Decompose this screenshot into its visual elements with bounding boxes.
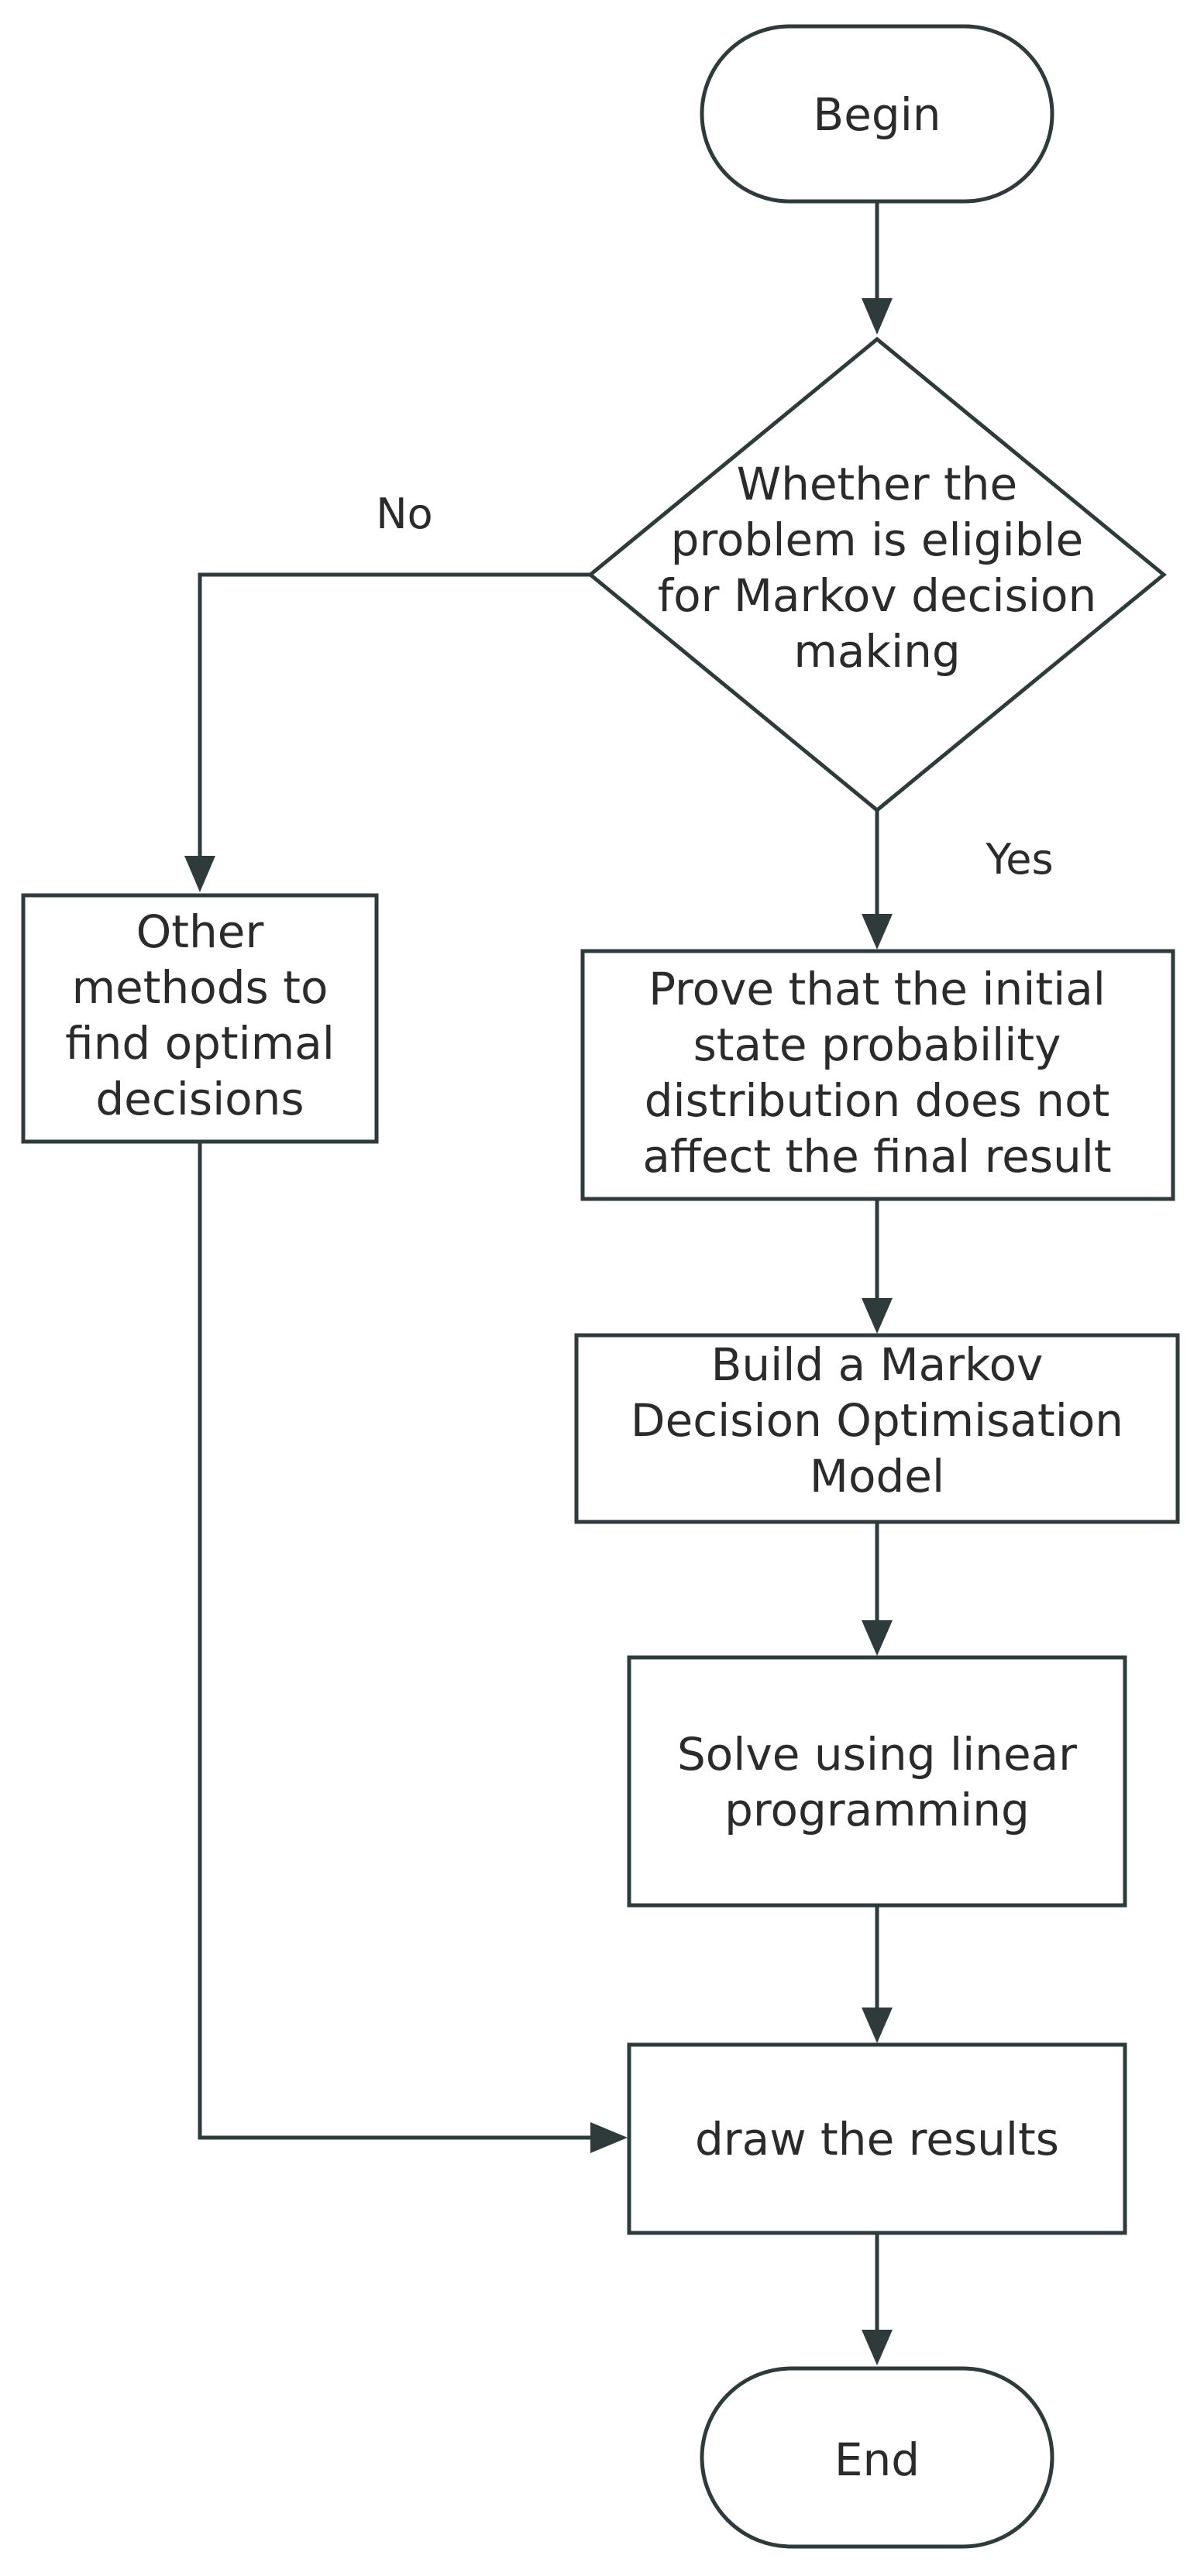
prove-label-line-3: distribution does not: [645, 1074, 1110, 1127]
edge-other-to-draw: [198, 1142, 597, 2140]
prove-box: [580, 949, 1175, 1201]
other-methods-label-line-2: methods to: [72, 961, 329, 1014]
arrowhead-draw: [862, 2008, 893, 2043]
other-methods-label-line-1: Other: [136, 905, 264, 958]
edge-label-no: No: [376, 489, 432, 538]
draw-results-box: [627, 2042, 1127, 2235]
decision-label-line-2: problem is eligible: [671, 513, 1084, 566]
decision-label-line-1: Whether the: [737, 458, 1017, 510]
end-terminal-shape: [700, 2366, 1054, 2549]
edges: [184, 201, 893, 2365]
begin-label-line-1: Begin: [813, 88, 941, 141]
begin-label: Begin: [813, 88, 941, 141]
prove-label-line-4: affect the final result: [642, 1130, 1111, 1183]
arrowhead-end: [862, 2330, 893, 2365]
draw-results-label: draw the results: [695, 2113, 1059, 2166]
edge-decision-no-to-other: [198, 572, 590, 861]
node-end: End: [700, 2366, 1054, 2549]
other-methods-label-line-3: find optimal: [65, 1017, 335, 1070]
node-begin: Begin: [700, 24, 1054, 204]
build-model-label-line-2: Decision Optimisation: [631, 1394, 1123, 1447]
build-model-label-line-3: Model: [810, 1450, 944, 1503]
arrowhead-build: [862, 1298, 893, 1334]
arrowhead-decision: [862, 298, 893, 335]
decision-label-line-4: making: [793, 625, 960, 678]
build-model-label-line-1: Build a Markov: [711, 1338, 1044, 1391]
arrowhead-solve: [862, 1620, 893, 1656]
arrowhead-other-methods: [184, 856, 215, 892]
node-draw-results: draw the results: [627, 2042, 1127, 2235]
end-label-line-1: End: [834, 2433, 920, 2486]
other-methods-box: [21, 893, 379, 1144]
prove-label-line-1: Prove that the initial: [648, 963, 1106, 1015]
solve-label-line-1: Solve using linear: [677, 1728, 1077, 1781]
decision-diamond-shape: [587, 336, 1167, 813]
arrowhead-draw-from-other: [590, 2122, 628, 2153]
other-methods-label-line-4: decisions: [95, 1073, 304, 1125]
solve-box: [627, 1655, 1127, 1908]
end-label: End: [834, 2433, 920, 2486]
prove-label-line-2: state probability: [693, 1018, 1061, 1071]
decision-label-line-3: for Markov decision: [658, 569, 1096, 622]
arrowhead-prove: [862, 914, 893, 950]
solve-label-line-2: programming: [724, 1784, 1030, 1836]
draw-results-label-line-1: draw the results: [695, 2113, 1059, 2166]
begin-terminal-shape: [700, 24, 1054, 204]
edge-label-yes: Yes: [985, 835, 1053, 884]
build-model-box: [574, 1333, 1180, 1524]
